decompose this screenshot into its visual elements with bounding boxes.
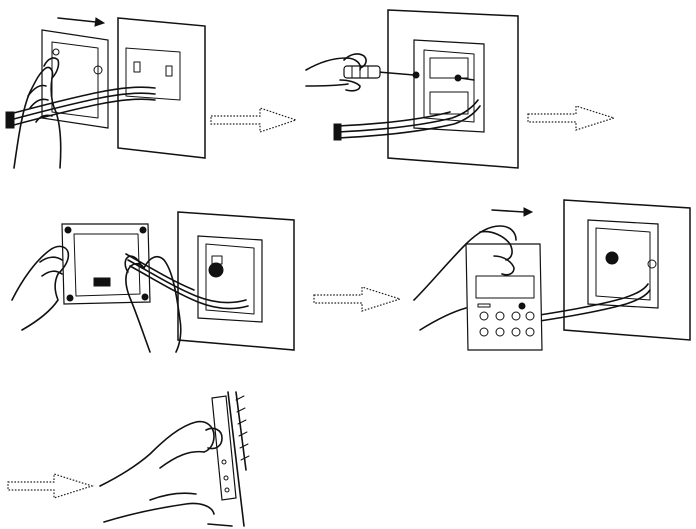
wall-hatch [240,444,248,448]
wall-hatch [239,432,247,436]
step-arrow-1 [211,108,296,132]
screw-hole [142,294,148,300]
hand [420,308,466,330]
dotted-arrow-right-icon [8,474,92,498]
dotted-arrow-right-icon [314,287,400,311]
step-2-screw-bracket [306,10,518,168]
wired-controller [466,244,542,350]
hand-finger [40,257,62,262]
hand-finger [150,493,196,500]
screw-hole [67,295,73,301]
hand-finger [160,452,204,468]
motion-arrow-head [95,18,104,26]
motion-arrow-line [58,18,96,22]
step-3-connect-cable [12,212,294,352]
step-arrow-3 [314,287,400,311]
motion-arrow-line [208,524,232,526]
cable-end [334,124,341,140]
screw-hole [65,227,71,233]
connector [606,252,618,264]
motion-arrow-line [492,210,524,212]
cable-end [6,112,14,128]
terminal-block [94,278,110,286]
dotted-arrow-right-icon [528,106,614,130]
hand [306,84,348,86]
step-5-press-flush [100,392,249,526]
dotted-arrow-right-icon [211,108,296,132]
connector [209,263,223,277]
step-arrow-4 [8,474,92,498]
hand [100,422,214,486]
motion-arrow-head [524,208,532,216]
screw-hole [140,227,146,233]
step-1-mount-bracket [6,18,205,168]
step-4-attach-controller [414,200,690,350]
controller-led [519,303,525,309]
hand [104,503,214,522]
step-arrow-2 [528,106,614,130]
